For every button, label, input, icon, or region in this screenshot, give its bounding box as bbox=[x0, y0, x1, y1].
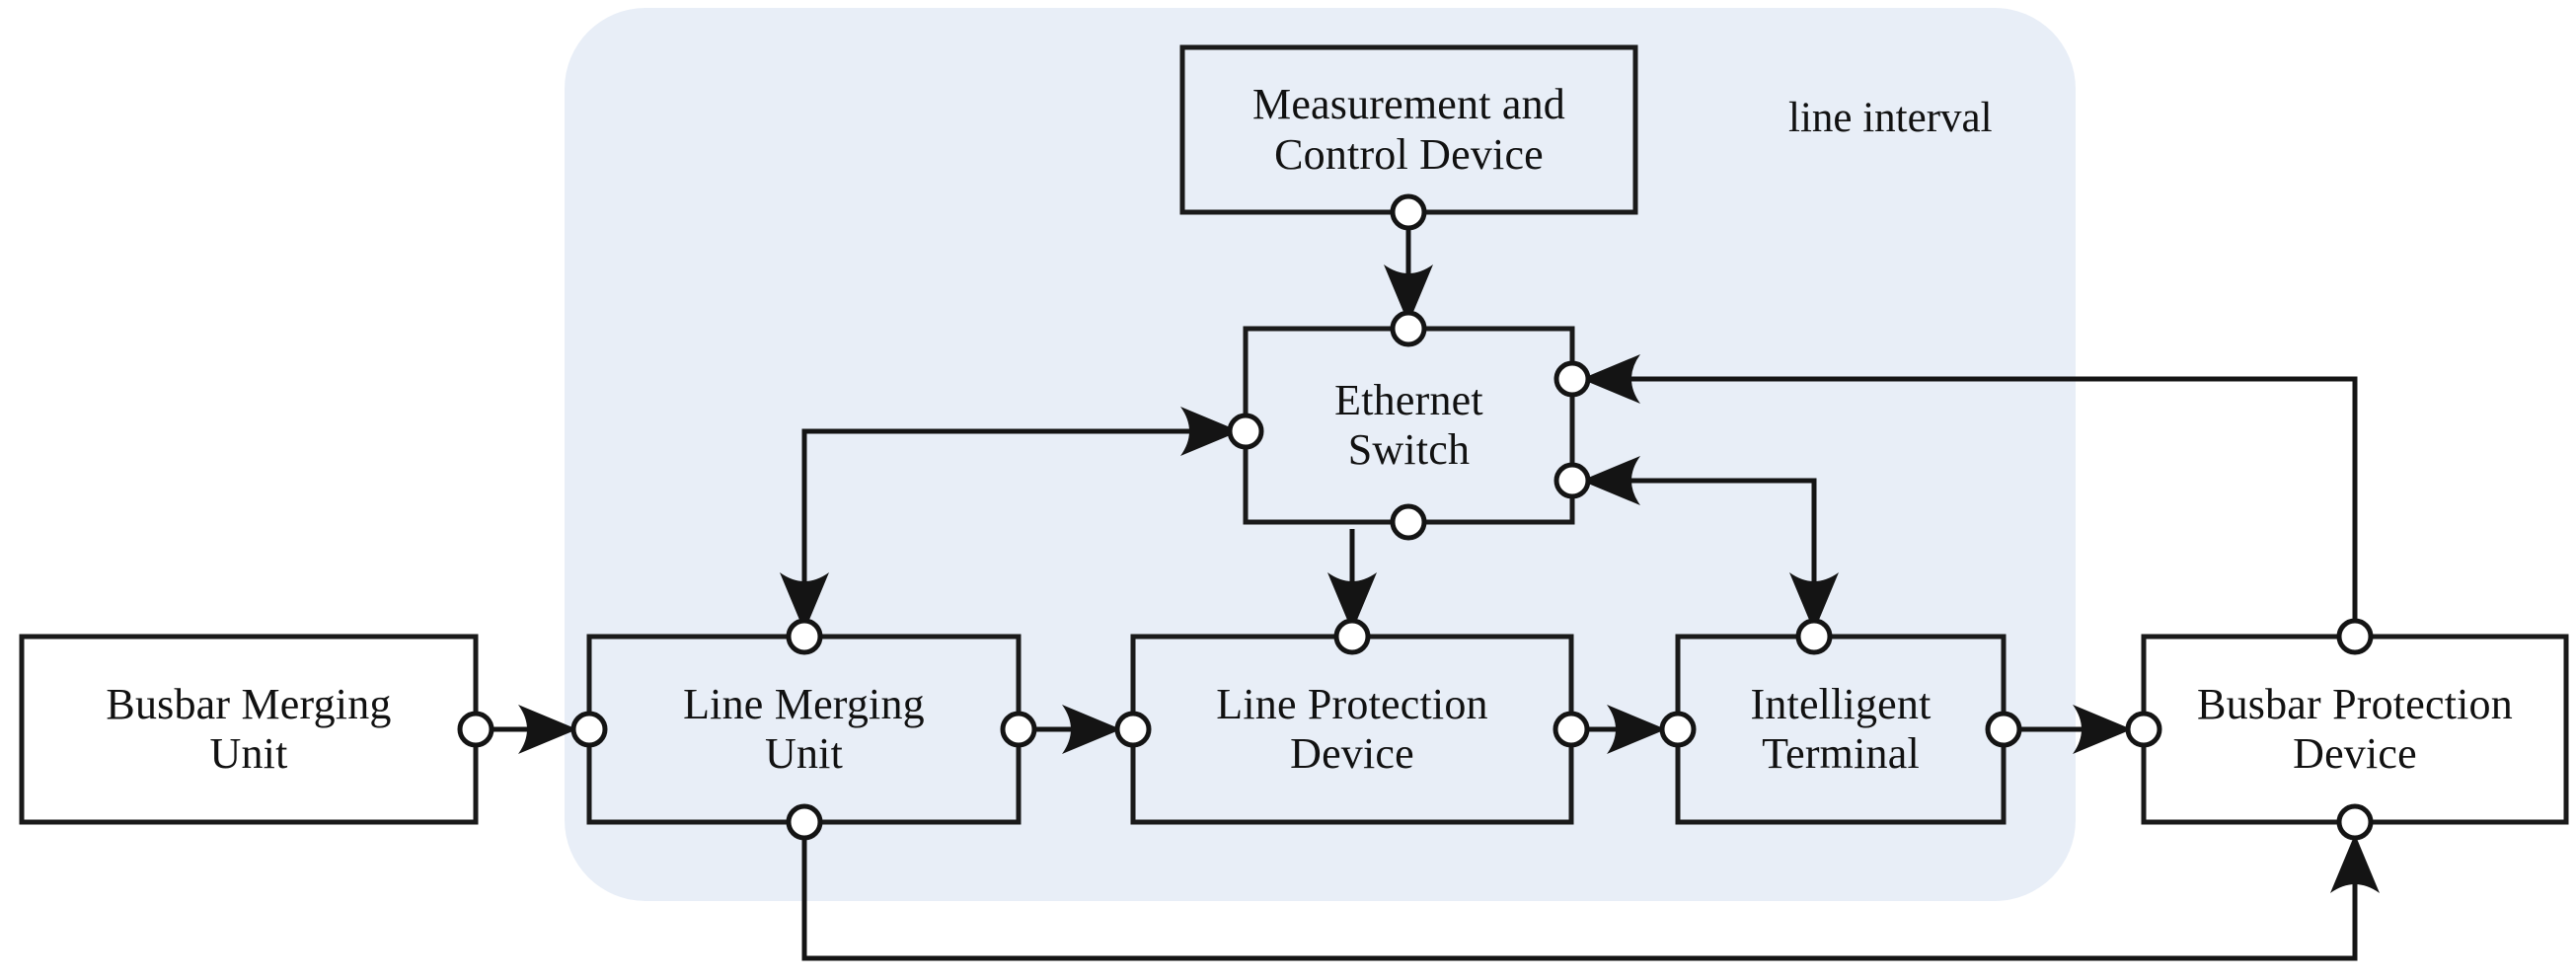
port-line-merging-unit-top[interactable] bbox=[786, 618, 823, 655]
node-box-line-protection-device[interactable] bbox=[1130, 634, 1574, 825]
node-box-measurement-and-control-device[interactable] bbox=[1179, 44, 1638, 215]
port-mcd-bottom[interactable] bbox=[1390, 193, 1427, 231]
port-line-merging-unit-right[interactable] bbox=[1000, 711, 1037, 748]
port-line-merging-unit-left[interactable] bbox=[570, 711, 608, 748]
port-ethernet-switch-bottom[interactable] bbox=[1390, 503, 1427, 541]
node-box-line-merging-unit[interactable] bbox=[586, 634, 1022, 825]
port-busbar-merging-unit-right[interactable] bbox=[457, 711, 494, 748]
port-line-merging-unit-bottom[interactable] bbox=[786, 803, 823, 841]
port-intelligent-terminal-right[interactable] bbox=[1985, 711, 2022, 748]
port-line-protection-device-left[interactable] bbox=[1114, 711, 1152, 748]
port-line-protection-device-top[interactable] bbox=[1333, 618, 1371, 655]
port-line-protection-device-right[interactable] bbox=[1553, 711, 1590, 748]
node-box-intelligent-terminal[interactable] bbox=[1675, 634, 2007, 825]
port-ethernet-switch-right-lower[interactable] bbox=[1553, 462, 1591, 499]
port-busbar-protection-device-left[interactable] bbox=[2125, 711, 2162, 748]
line-interval-zone-label: line interval bbox=[1788, 95, 1993, 141]
port-ethernet-switch-left[interactable] bbox=[1227, 413, 1264, 450]
port-intelligent-terminal-left[interactable] bbox=[1659, 711, 1697, 748]
node-box-busbar-merging-unit[interactable] bbox=[19, 634, 479, 825]
port-ethernet-switch-top[interactable] bbox=[1390, 310, 1427, 347]
port-ethernet-switch-right-upper[interactable] bbox=[1553, 360, 1591, 398]
node-box-ethernet-switch[interactable] bbox=[1243, 326, 1575, 525]
node-box-busbar-protection-device[interactable] bbox=[2141, 634, 2569, 825]
port-busbar-protection-device-top[interactable] bbox=[2336, 618, 2374, 655]
port-busbar-protection-device-bottom[interactable] bbox=[2336, 803, 2374, 841]
port-intelligent-terminal-top[interactable] bbox=[1795, 618, 1833, 655]
